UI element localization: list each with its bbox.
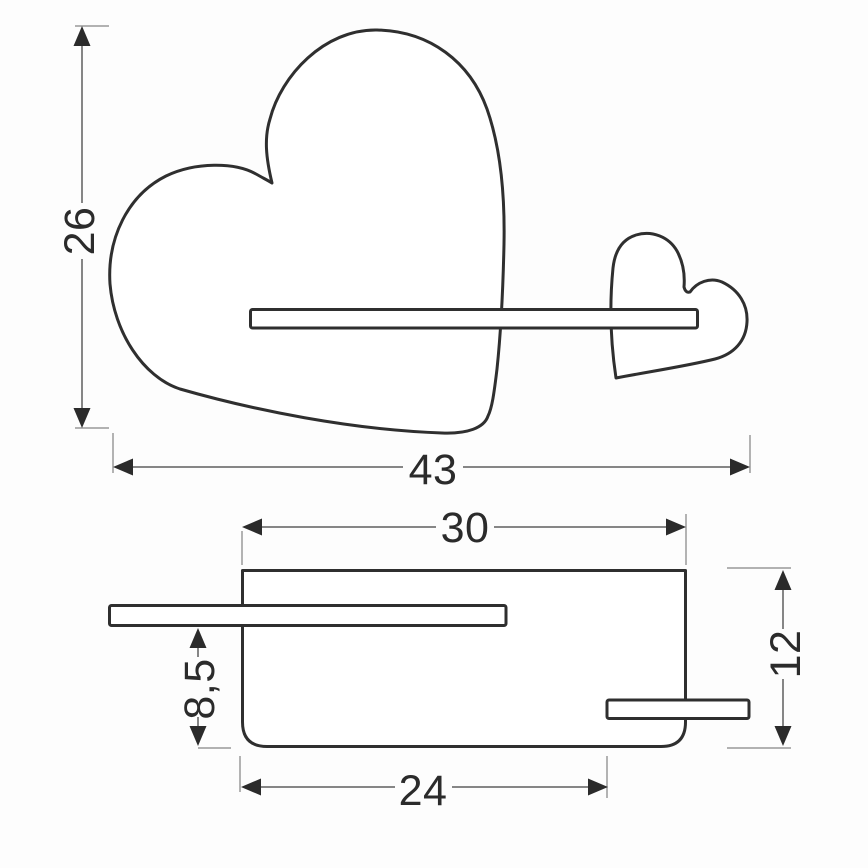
side-height-label: 12 [762,630,810,679]
arrow-down-icon [774,726,792,746]
dim-side-height: 12 [727,567,810,749]
dim-side-bottom-width: 24 [239,756,608,815]
large-heart-outline [108,28,506,435]
small-shelf-bar-side [605,698,751,720]
arrow-right-icon [730,458,750,476]
lamp-body-side-outline [241,569,687,748]
arrow-up-icon [774,570,792,590]
shelf-bar-front [249,308,699,330]
dim-front-width: 43 [112,433,751,494]
front-view: 26 43 [56,25,751,494]
small-heart-outline [609,231,749,380]
front-width-label: 43 [409,446,458,494]
side-view: 30 12 8,5 24 [108,504,810,815]
shelf-bar-side [108,604,508,627]
arrow-left-icon [113,458,133,476]
side-top-width-label: 30 [441,504,490,552]
arrow-right-icon [666,518,686,536]
dim-side-shelf-drop: 8,5 [176,628,231,749]
dim-front-height: 26 [56,25,109,429]
arrow-down-icon [189,726,207,746]
dim-side-top-width: 30 [241,504,687,565]
arrow-left-icon [241,778,261,796]
front-height-label: 26 [56,207,104,256]
arrow-right-icon [588,778,608,796]
arrow-up-icon [73,26,91,46]
side-bottom-width-label: 24 [399,767,448,815]
arrow-up-icon [189,628,207,648]
arrow-left-icon [242,518,262,536]
side-shelf-drop-label: 8,5 [176,658,224,719]
arrow-down-icon [73,408,91,428]
